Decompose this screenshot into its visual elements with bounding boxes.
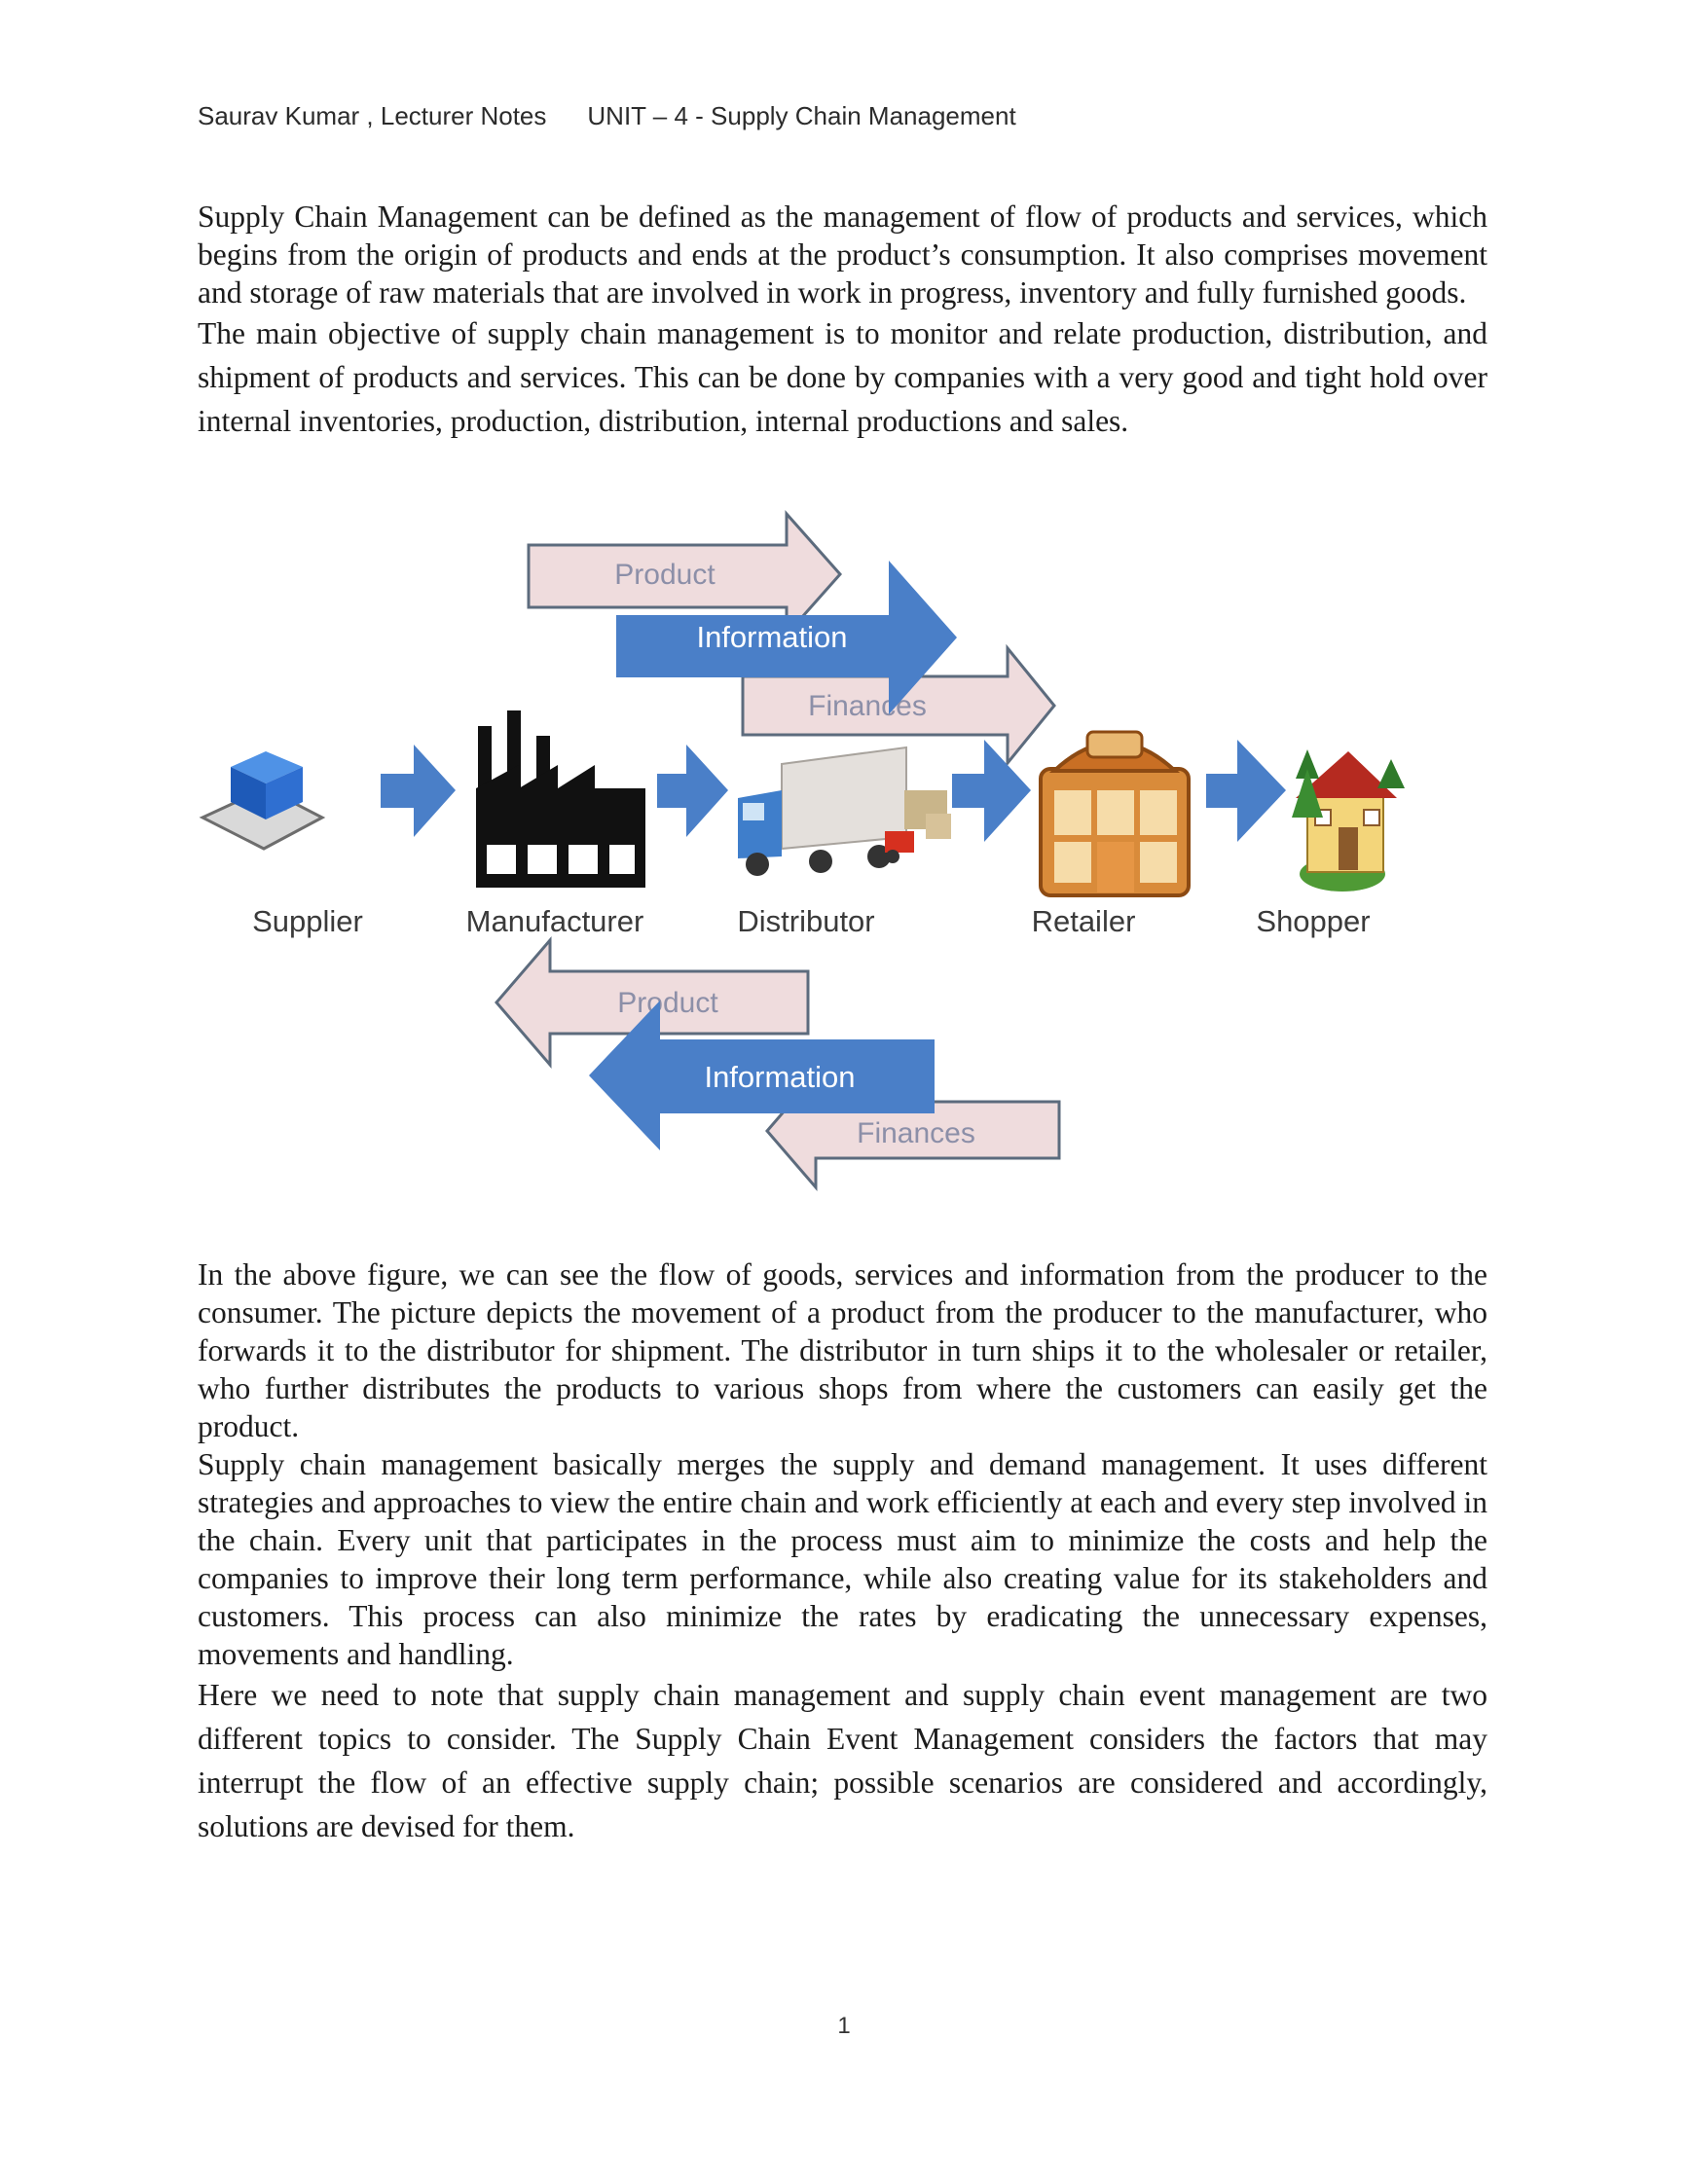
paragraph-definition: Supply Chain Management can be defined a… bbox=[198, 200, 1487, 309]
backward-information-arrow: Information bbox=[589, 1001, 935, 1150]
explanation-text: In the above figure, we can see the flow… bbox=[198, 1256, 1487, 1848]
flow-arrow-3 bbox=[952, 740, 1031, 842]
header-author: Saurav Kumar , Lecturer Notes bbox=[198, 101, 547, 130]
stage-label-manufacturer: Manufacturer bbox=[466, 904, 644, 938]
paragraph-supply-demand: Supply chain management basically merges… bbox=[198, 1447, 1487, 1671]
shopper-house-icon bbox=[1292, 749, 1405, 892]
stage-label-shopper: Shopper bbox=[1256, 904, 1370, 938]
forward-information-arrow: Information bbox=[616, 561, 957, 714]
forward-product-arrow: Product bbox=[527, 510, 843, 638]
manufacturer-icon bbox=[476, 710, 645, 888]
paragraph-objective: The main objective of supply chain manag… bbox=[198, 316, 1487, 438]
flow-arrow-2 bbox=[657, 745, 728, 837]
flow-arrow-1 bbox=[381, 745, 456, 837]
forward-finances-label: Finances bbox=[808, 690, 927, 722]
backward-finances-label: Finances bbox=[857, 1117, 975, 1149]
stage-label-retailer: Retailer bbox=[1032, 904, 1136, 938]
backward-product-label: Product bbox=[617, 987, 718, 1019]
stage-label-distributor: Distributor bbox=[737, 904, 874, 938]
backward-product-arrow: Product bbox=[495, 935, 810, 1070]
page-number: 1 bbox=[837, 2013, 851, 2039]
distributor-truck-icon bbox=[738, 746, 951, 876]
backward-information-label: Information bbox=[704, 1060, 855, 1094]
supplier-icon bbox=[199, 751, 326, 851]
paragraph-figure-explanation: In the above figure, we can see the flow… bbox=[198, 1257, 1487, 1443]
stage-label-supplier: Supplier bbox=[252, 904, 363, 938]
forward-information-label: Information bbox=[696, 620, 847, 654]
header-unit: UNIT – 4 - Supply Chain Management bbox=[587, 101, 1016, 130]
flow-arrow-4 bbox=[1206, 740, 1286, 842]
paragraph-event-management: Here we need to note that supply chain m… bbox=[198, 1678, 1487, 1843]
retailer-icon bbox=[1039, 730, 1191, 897]
supply-chain-diagram: Product Finances Information bbox=[199, 510, 1405, 1192]
page-header: Saurav Kumar , Lecturer Notes UNIT – 4 - … bbox=[198, 101, 1016, 131]
intro-text: Supply Chain Management can be defined a… bbox=[198, 198, 1487, 443]
forward-product-label: Product bbox=[614, 559, 716, 591]
